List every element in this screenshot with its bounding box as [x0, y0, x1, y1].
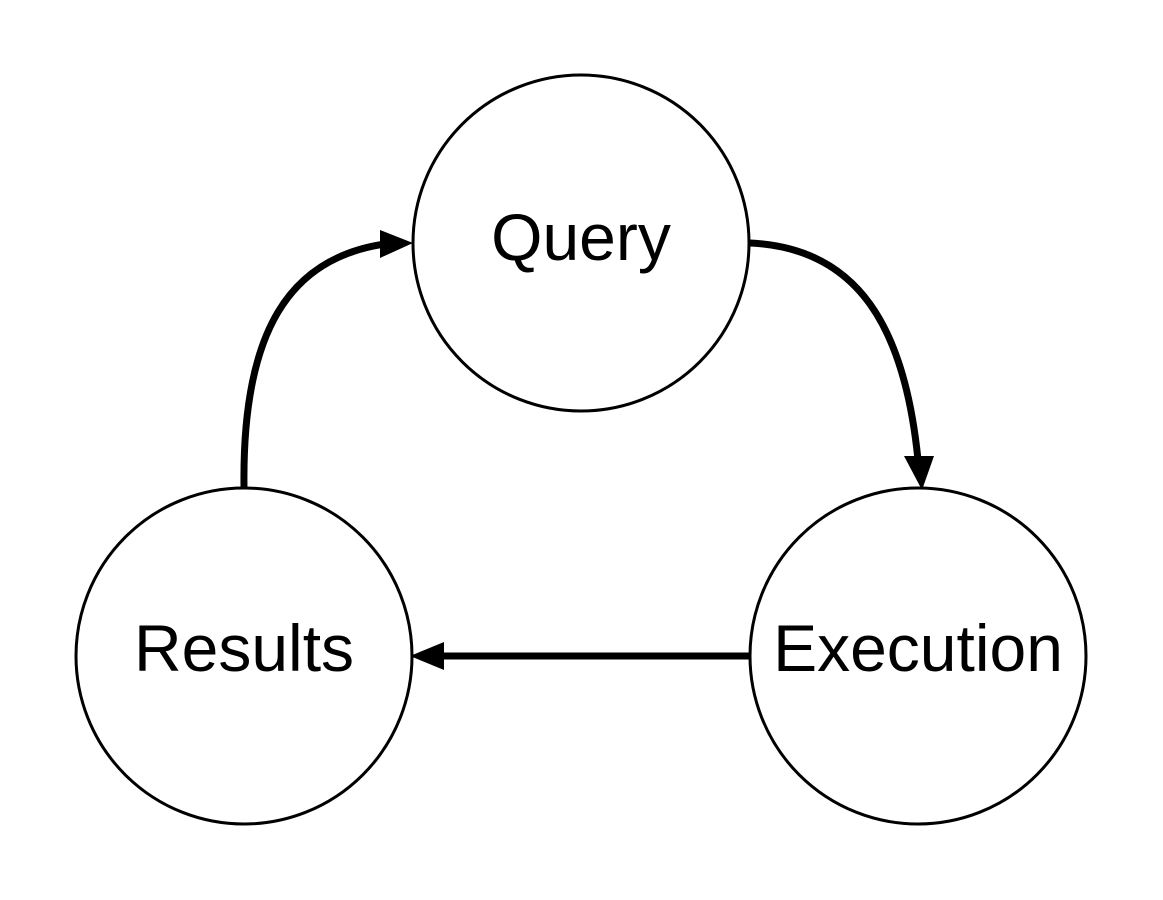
- arrowhead-query-icon: [380, 230, 413, 258]
- node-query-label: Query: [491, 200, 671, 274]
- node-query: Query: [411, 73, 751, 413]
- node-execution: Execution: [748, 486, 1088, 826]
- node-execution-label: Execution: [773, 611, 1063, 685]
- arrowhead-execution-icon: [904, 456, 934, 490]
- arrowhead-results-icon: [410, 642, 444, 670]
- edge-query-to-execution: [749, 239, 922, 461]
- node-results: Results: [74, 486, 414, 826]
- edge-results-to-query: [240, 240, 386, 488]
- node-results-label: Results: [134, 611, 354, 685]
